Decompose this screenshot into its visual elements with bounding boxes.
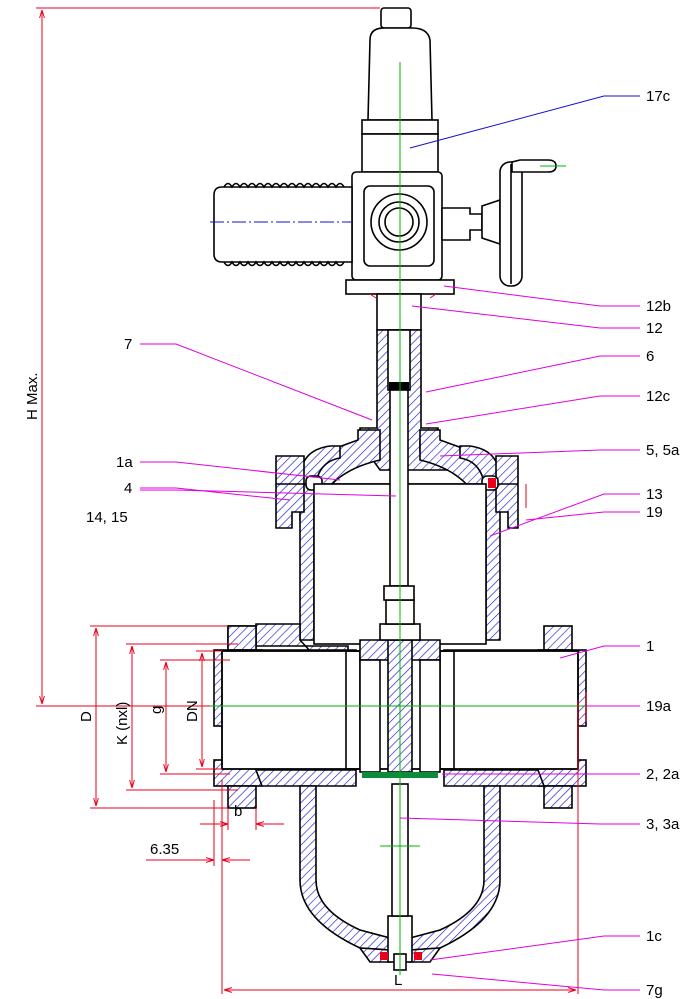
valve-stem <box>383 389 415 601</box>
callout-5-5a: 5, 5a <box>646 442 680 459</box>
callout-14-15: 14, 15 <box>86 509 128 526</box>
centerlines <box>192 62 602 975</box>
valve-body-upper <box>275 445 519 645</box>
valve-body-lower <box>299 783 501 971</box>
dimension-dn: DN <box>184 700 201 722</box>
callout-7g: 7g <box>646 982 663 999</box>
dimension-6-35: 6.35 <box>150 841 179 858</box>
callout-1a: 1a <box>116 454 133 471</box>
callout-19: 19 <box>646 504 663 521</box>
callout-12c: 12c <box>646 388 671 405</box>
dimension-d: D <box>78 711 95 722</box>
dimension-l: L <box>394 972 402 989</box>
dimension-g: g <box>148 706 165 714</box>
callout-1c: 1c <box>646 928 662 945</box>
callout-4: 4 <box>124 480 132 497</box>
dimension-lines <box>36 7 587 994</box>
callout-1: 1 <box>646 638 654 655</box>
electric-actuator <box>210 7 566 299</box>
callout-3-3a: 3, 3a <box>646 816 680 833</box>
dimension-b: b <box>234 803 242 820</box>
callout-7: 7 <box>124 336 132 353</box>
callout-12b: 12b <box>646 298 671 315</box>
callout-19a: 19a <box>646 698 672 715</box>
dimension-labels: H Max. D K (nxl) g DN b 6.35 L <box>24 372 402 989</box>
dimension-h-max: H Max. <box>24 372 41 420</box>
leader-lines <box>140 95 640 991</box>
callout-labels: 17c 12b 12 7 6 12c 1a 5, 5a 4 14, 15 13 … <box>86 88 680 999</box>
dimension-k: K (nxl) <box>114 702 131 745</box>
callout-2-2a: 2, 2a <box>646 766 680 783</box>
callout-12: 12 <box>646 320 663 337</box>
callout-13: 13 <box>646 486 663 503</box>
callout-6: 6 <box>646 348 654 365</box>
callout-17c: 17c <box>646 88 671 105</box>
